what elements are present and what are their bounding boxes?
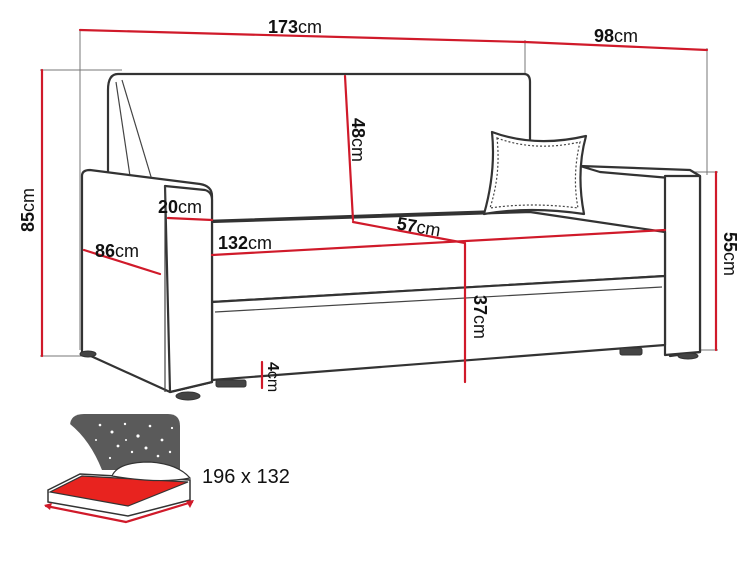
sofa-foot bbox=[175, 391, 201, 401]
stars bbox=[95, 422, 174, 460]
armrest-width-label: 20cm bbox=[158, 197, 202, 217]
pillow-icon bbox=[482, 130, 588, 216]
seat-width-label: 132cm bbox=[218, 233, 272, 253]
measurement-lines bbox=[40, 28, 718, 390]
extension-lines bbox=[40, 30, 718, 357]
night-sky-panel bbox=[70, 414, 180, 470]
total-depth-label: 98cm bbox=[594, 26, 638, 46]
total-height-label: 85cm bbox=[18, 188, 38, 232]
bed-pillow bbox=[111, 461, 192, 482]
bed-surface bbox=[48, 475, 189, 507]
armrest-depth-label: 86cm bbox=[95, 241, 139, 261]
drawer-foot bbox=[215, 379, 247, 388]
sleeping-area-label: 196 x 132 bbox=[202, 466, 290, 488]
seat-height-label: 37cm bbox=[470, 295, 490, 339]
sofa-drawing bbox=[79, 72, 702, 401]
bed-with-night-sky-icon bbox=[44, 414, 194, 524]
sofa-foot bbox=[79, 350, 97, 358]
drawer-foot bbox=[619, 347, 643, 356]
armrest-height-label: 55cm bbox=[720, 232, 740, 276]
backrest-height-label: 48cm bbox=[348, 118, 368, 162]
seat-depth-label: 57cm bbox=[395, 213, 442, 240]
sofa-foot bbox=[677, 352, 699, 360]
total-width-label: 173cm bbox=[268, 17, 322, 37]
leg-height-label: 4cm bbox=[264, 362, 281, 392]
dimension-labels: 173cm 98cm 85cm 48cm 20cm 86cm 132cm 57c… bbox=[18, 17, 740, 392]
